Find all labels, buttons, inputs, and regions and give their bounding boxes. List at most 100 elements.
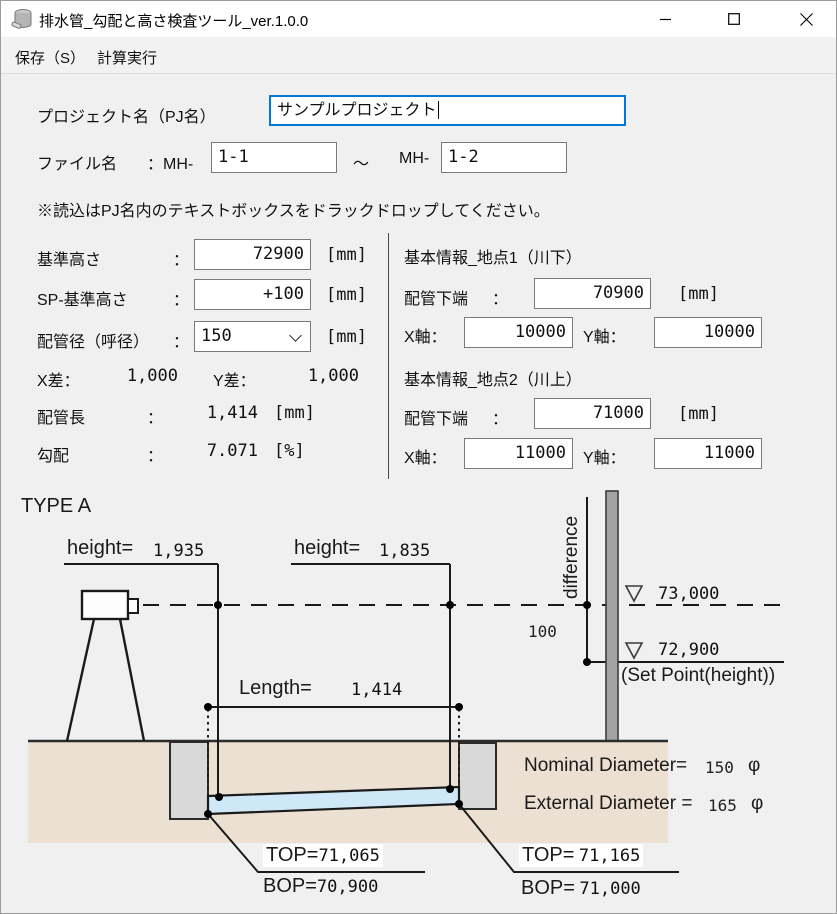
top1-label: TOP= (266, 844, 319, 866)
point2-bottom-label: 配管下端 (404, 411, 469, 428)
bop1-value: 70,900 (316, 877, 379, 897)
tripod-leg-left (65, 618, 96, 742)
y-diff-label: Y差： (213, 373, 256, 390)
top2-value: 71,165 (578, 846, 641, 866)
dot-sight-left (214, 601, 222, 609)
point2-y-input[interactable]: 11000 (654, 438, 762, 469)
nominal-diameter-value: 150 (705, 758, 734, 777)
nominal-diameter-label: Nominal Diameter= (524, 755, 688, 776)
pipe-diameter-combobox[interactable]: 150 (194, 321, 311, 352)
file-to-input[interactable]: 1-2 (441, 142, 567, 173)
dot-set-point (583, 658, 591, 666)
sp-base-height-unit: [mm] (326, 285, 367, 305)
type-a-label: TYPE A (21, 495, 92, 517)
bop2-label: BOP= (521, 877, 575, 899)
project-name-input[interactable]: サンプルプロジェクト (269, 95, 626, 126)
top2-label: TOP= (522, 844, 575, 866)
slope-unit: [%] (274, 441, 305, 461)
instrument-eyepiece (127, 598, 139, 614)
slope-label: 勾配 (37, 448, 70, 465)
length-value: 1,414 (351, 680, 403, 700)
dot-pipe-top-left (215, 793, 223, 801)
point2-bottom-value: 71000 (592, 403, 644, 423)
difference-label: difference (561, 515, 582, 599)
text-caret (437, 101, 439, 119)
close-button[interactable] (783, 1, 829, 37)
dot-pipe-top-right (446, 785, 454, 793)
base-height-colon: ： (173, 252, 190, 269)
project-name-value: サンプルプロジェクト (277, 102, 437, 119)
point2-header: 基本情報_地点2（川上） (404, 372, 582, 389)
top1-value: 71,065 (318, 846, 380, 866)
point1-x-input[interactable]: 10000 (464, 317, 573, 348)
base-height-value: 72900 (252, 244, 304, 264)
load-note: ※読込はPJ名内のテキストボックスをドラックドロップしてください。 (37, 203, 550, 220)
pipe-diameter-colon: ： (173, 334, 190, 351)
menu-item-save[interactable]: 保存（S） (15, 50, 86, 67)
dot-pipe-bottom-left (204, 810, 212, 818)
external-diameter-value: 165 (708, 796, 737, 815)
sp-base-height-input[interactable]: +100 (194, 279, 311, 310)
file-name-label: ファイル名 (37, 156, 118, 173)
point2-x-input[interactable]: 11000 (464, 438, 573, 469)
dot-length-left (204, 703, 212, 711)
maximize-button[interactable] (711, 1, 757, 37)
point1-y-value: 10000 (703, 322, 755, 342)
dot-length-right (455, 703, 463, 711)
measure-dots (204, 601, 591, 818)
tilde-label: ～ (353, 156, 370, 173)
length-label: Length= (239, 677, 312, 699)
point1-bottom-input[interactable]: 70900 (534, 278, 651, 309)
pipe-length-unit: [mm] (274, 403, 315, 423)
point2-y-label: Y軸： (583, 450, 626, 467)
point2-y-value: 11000 (703, 443, 755, 463)
app-icon (11, 9, 32, 29)
level-instrument (80, 589, 130, 621)
point1-header: 基本情報_地点1（川下） (404, 250, 582, 267)
sp-base-height-label: SP-基準高さ (37, 292, 128, 309)
bop1-callout: BOP=70,900 (263, 875, 378, 898)
minimize-icon (660, 18, 671, 21)
point2-x-label: X軸： (404, 450, 447, 467)
upper-level-value: 73,000 (658, 584, 720, 604)
base-height-input[interactable]: 72900 (194, 239, 311, 270)
dot-sight-right (446, 601, 454, 609)
base-height-label: 基準高さ (37, 252, 102, 269)
leader-line-right (458, 803, 679, 873)
minimize-button[interactable] (643, 1, 689, 37)
point2-x-value: 11000 (514, 443, 566, 463)
point1-bottom-label: 配管下端 (404, 291, 469, 308)
pipe-diameter-unit: [mm] (326, 327, 367, 347)
tripod-leg-right (118, 618, 146, 742)
pipe-length-value: 1,414 (206, 403, 258, 423)
point2-bottom-input[interactable]: 71000 (534, 398, 651, 429)
dot-pipe-bottom-right (455, 800, 463, 808)
file-from-value: 1-1 (218, 147, 249, 167)
leader-line-left (207, 813, 425, 873)
leveling-staff (605, 490, 619, 742)
pipe-length-colon: ： (147, 410, 164, 427)
bop1-label: BOP= (263, 875, 317, 897)
maximize-icon (728, 13, 740, 25)
point1-y-label: Y軸： (583, 329, 626, 346)
close-icon (799, 12, 813, 26)
project-name-label: プロジェクト名（PJ名） (37, 109, 216, 126)
top1-callout: TOP=71,065 (263, 844, 383, 867)
title-bar[interactable]: 排水管_勾配と高さ検査ツール_ver.1.0.0 (1, 1, 836, 37)
dot-sight-staff (583, 601, 591, 609)
nominal-diameter-unit: φ (748, 755, 761, 776)
point1-bottom-unit: [mm] (678, 284, 719, 304)
slope-value: 7.071 (206, 441, 258, 461)
height2-value: 1,835 (379, 541, 431, 561)
slope-colon: ： (147, 448, 164, 465)
menu-item-run[interactable]: 計算実行 (97, 50, 158, 67)
difference-value: 100 (528, 622, 557, 641)
mh-prefix-label: ：MH- (147, 156, 194, 173)
point1-x-label: X軸： (404, 329, 447, 346)
point1-bottom-value: 70900 (592, 283, 644, 303)
pipe-diameter-value: 150 (201, 326, 232, 346)
file-from-input[interactable]: 1-1 (211, 142, 337, 173)
menu-bar: 保存（S） 計算実行 (1, 37, 836, 74)
point1-y-input[interactable]: 10000 (654, 317, 762, 348)
